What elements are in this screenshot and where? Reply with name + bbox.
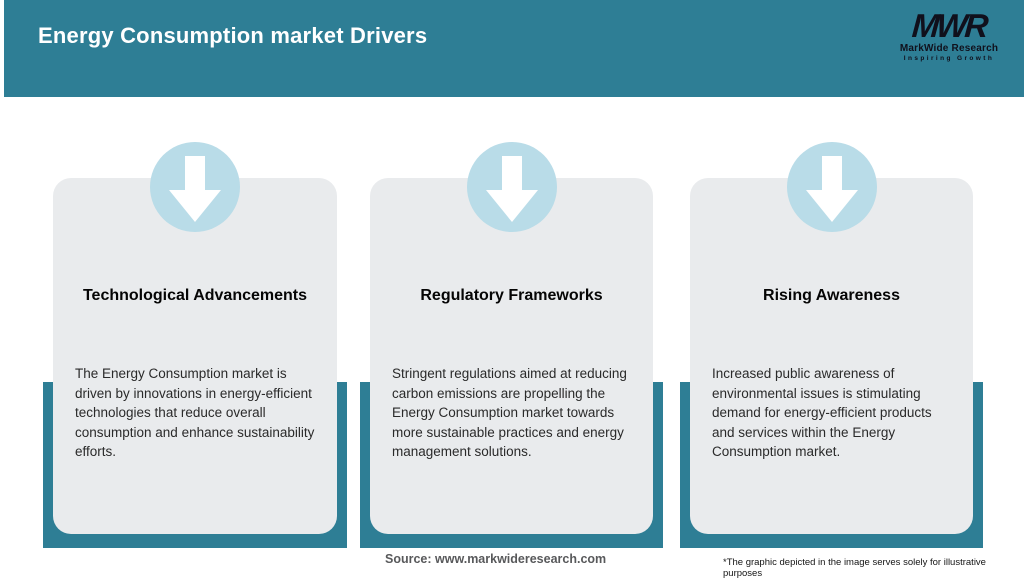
arrow-badge [786,142,877,232]
logo-company-name: MarkWide Research [899,43,999,54]
header-band: Energy Consumption market Drivers MWR Ma… [4,0,1024,97]
card-title: Rising Awareness [763,287,900,304]
card-description: The Energy Consumption market is driven … [75,366,315,460]
logo-tagline: Inspiring Growth [903,55,995,62]
driver-column-technological-advancements: Technological Advancements The Energy Co… [43,142,347,548]
logo-monogram: MWR [910,7,988,44]
arrow-badge [466,142,557,232]
down-arrow-icon [485,153,538,222]
arrow-badge [150,142,240,232]
driver-column-regulatory-frameworks: Regulatory Frameworks Stringent regulati… [360,142,663,548]
driver-card: Technological Advancements The Energy Co… [53,178,337,534]
card-title: Regulatory Frameworks [420,287,603,304]
driver-column-rising-awareness: Rising Awareness Increased public awaren… [680,142,983,548]
card-title: Technological Advancements [82,287,308,304]
page-title: Energy Consumption market Drivers [38,23,428,48]
driver-card: Regulatory Frameworks Stringent regulati… [370,178,653,534]
source-text: Source: www.markwideresearch.com [385,552,607,566]
down-arrow-icon [805,153,858,222]
disclaimer-text: *The graphic depicted in the image serve… [723,557,986,579]
markwide-research-logo: MWR MarkWide Research Inspiring Growth [894,7,1004,63]
down-arrow-icon [169,153,221,222]
card-description: Increased public awareness of environmen… [712,366,932,460]
card-description: Stringent regulations aimed at reducing … [392,366,627,460]
driver-card: Rising Awareness Increased public awaren… [690,178,973,534]
